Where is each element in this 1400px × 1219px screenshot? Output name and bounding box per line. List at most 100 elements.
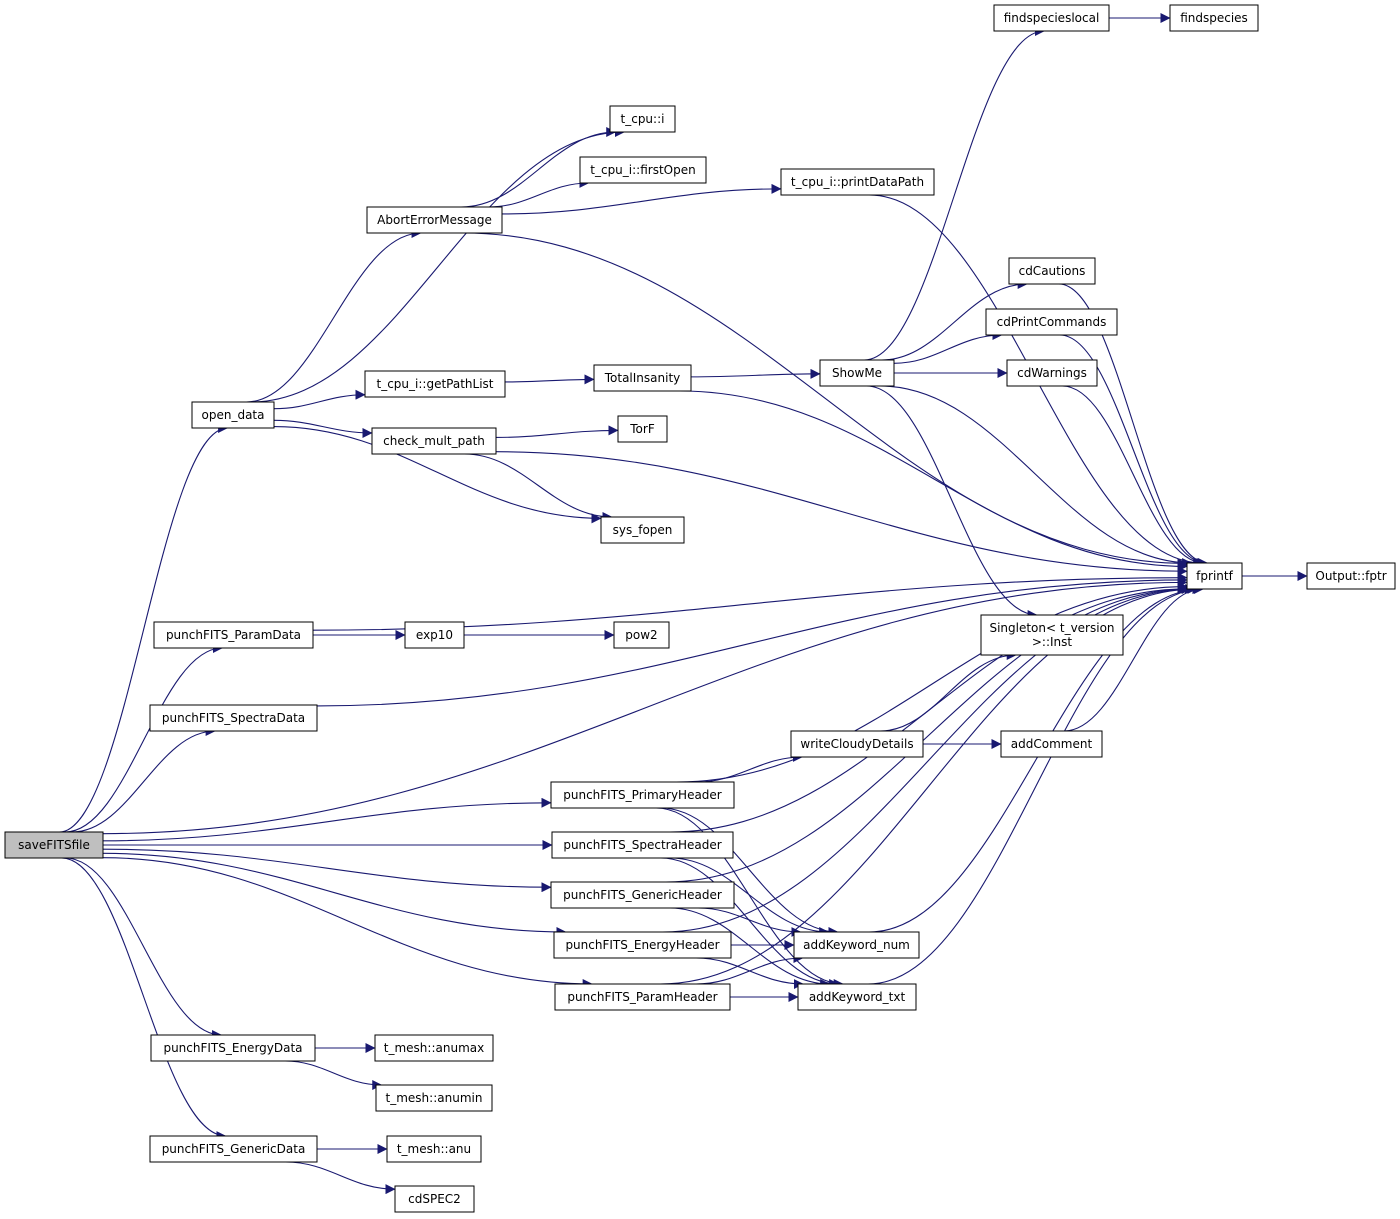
node-t-mesh-anumin[interactable]: t_mesh::anumin bbox=[375, 1084, 493, 1112]
node-abort-error-message[interactable]: AbortErrorMessage bbox=[366, 206, 503, 234]
node-add-comment[interactable]: addComment bbox=[1000, 730, 1103, 758]
node-t-cpu-i[interactable]: t_cpu::i bbox=[609, 105, 676, 133]
edge-check-mult-path-to-sys-fopen bbox=[464, 453, 613, 522]
node-total-insanity[interactable]: TotalInsanity bbox=[593, 364, 692, 392]
node-label: open_data bbox=[202, 408, 265, 422]
node-label: t_mesh::anu bbox=[397, 1142, 471, 1156]
node-label: >::Inst bbox=[1032, 635, 1073, 649]
node-label: addComment bbox=[1011, 737, 1093, 751]
node-sys-fopen[interactable]: sys_fopen bbox=[600, 516, 685, 544]
node-output-fptr[interactable]: Output::fptr bbox=[1306, 562, 1396, 590]
edge-abort-error-message-to-fprintf bbox=[462, 232, 1188, 569]
edge-save-fitsfile-to-punch-fits-energy-data bbox=[65, 857, 223, 1040]
edge-open-data-to-t-cpu-i bbox=[250, 127, 626, 403]
node-label: writeCloudyDetails bbox=[800, 737, 913, 751]
node-singleton-inst[interactable]: Singleton< t_version>::Inst bbox=[980, 614, 1124, 656]
node-add-keyword-num[interactable]: addKeyword_num bbox=[793, 931, 920, 959]
node-label: findspecies bbox=[1180, 11, 1248, 25]
node-label: Singleton< t_version bbox=[989, 621, 1114, 635]
edge-add-keyword-txt-to-fprintf bbox=[868, 584, 1204, 985]
node-punch-fits-param-data[interactable]: punchFITS_ParamData bbox=[153, 621, 314, 649]
node-box bbox=[797, 983, 917, 1011]
node-box bbox=[394, 1185, 475, 1213]
node-box bbox=[553, 931, 732, 959]
edge-save-fitsfile-to-punch-fits-primary-header bbox=[102, 797, 552, 842]
node-box bbox=[579, 156, 707, 184]
node-t-cpu-i-first-open[interactable]: t_cpu_i::firstOpen bbox=[579, 156, 707, 184]
node-box bbox=[790, 730, 924, 758]
node-label: punchFITS_GenericData bbox=[162, 1142, 306, 1156]
edge-save-fitsfile-to-punch-fits-param-data bbox=[65, 643, 223, 833]
node-show-me[interactable]: ShowMe bbox=[819, 359, 895, 387]
node-t-cpu-i-get-path-list[interactable]: t_cpu_i::getPathList bbox=[364, 370, 506, 398]
node-box bbox=[149, 1135, 318, 1163]
edge-abort-error-message-to-t-cpu-i bbox=[461, 127, 617, 208]
node-label: punchFITS_SpectraData bbox=[162, 711, 305, 725]
node-t-mesh-anumax[interactable]: t_mesh::anumax bbox=[374, 1034, 494, 1062]
node-label: Output::fptr bbox=[1315, 569, 1386, 583]
node-punch-fits-spectra-header[interactable]: punchFITS_SpectraHeader bbox=[551, 831, 734, 859]
node-t-mesh-anu[interactable]: t_mesh::anu bbox=[386, 1135, 482, 1163]
edge-punch-fits-generic-header-to-add-keyword-num bbox=[698, 907, 802, 937]
node-punch-fits-generic-header[interactable]: punchFITS_GenericHeader bbox=[550, 881, 735, 909]
edge-cd-cautions-to-fprintf bbox=[1058, 283, 1209, 568]
edge-add-keyword-num-to-fprintf bbox=[869, 584, 1203, 933]
node-box bbox=[371, 427, 497, 455]
edge-punch-fits-param-header-to-add-keyword-num bbox=[695, 953, 804, 985]
node-findspecies[interactable]: findspecies bbox=[1169, 4, 1259, 32]
node-exp10[interactable]: exp10 bbox=[404, 621, 465, 649]
node-box bbox=[613, 621, 670, 649]
edge-save-fitsfile-to-punch-fits-generic-data bbox=[61, 857, 227, 1141]
edge-punch-fits-generic-header-to-add-keyword-txt bbox=[669, 907, 831, 989]
node-punch-fits-primary-header[interactable]: punchFITS_PrimaryHeader bbox=[550, 781, 735, 809]
node-punch-fits-spectra-data[interactable]: punchFITS_SpectraData bbox=[149, 704, 318, 732]
node-box bbox=[993, 4, 1110, 32]
node-box bbox=[366, 206, 503, 234]
node-label: t_mesh::anumax bbox=[384, 1041, 484, 1055]
node-box bbox=[374, 1034, 494, 1062]
node-label: addKeyword_txt bbox=[809, 990, 906, 1004]
node-box bbox=[980, 614, 1124, 656]
node-box bbox=[819, 359, 895, 387]
node-punch-fits-energy-data[interactable]: punchFITS_EnergyData bbox=[150, 1034, 316, 1062]
node-box bbox=[1008, 257, 1096, 285]
node-cd-warnings[interactable]: cdWarnings bbox=[1006, 359, 1098, 387]
node-pow2[interactable]: pow2 bbox=[613, 621, 670, 649]
node-punch-fits-generic-data[interactable]: punchFITS_GenericData bbox=[149, 1135, 318, 1163]
edge-punch-fits-spectra-header-to-add-keyword-txt bbox=[660, 857, 840, 989]
edge-total-insanity-to-fprintf bbox=[680, 390, 1188, 572]
node-add-keyword-txt[interactable]: addKeyword_txt bbox=[797, 983, 917, 1011]
node-box bbox=[1169, 4, 1259, 32]
node-punch-fits-energy-header[interactable]: punchFITS_EnergyHeader bbox=[553, 931, 732, 959]
node-save-fitsfile[interactable]: saveFITSfile bbox=[4, 831, 104, 859]
node-check-mult-path[interactable]: check_mult_path bbox=[371, 427, 497, 455]
node-punch-fits-param-header[interactable]: punchFITS_ParamHeader bbox=[554, 983, 731, 1011]
node-label: t_cpu_i::firstOpen bbox=[590, 163, 695, 177]
edge-open-data-to-t-cpu-i-get-path-list bbox=[273, 389, 366, 410]
node-write-cloudy-details[interactable]: writeCloudyDetails bbox=[790, 730, 924, 758]
edge-save-fitsfile-to-punch-fits-generic-header bbox=[102, 848, 552, 893]
node-cd-cautions[interactable]: cdCautions bbox=[1008, 257, 1096, 285]
edge-show-me-to-singleton-inst bbox=[866, 385, 1038, 620]
edge-t-cpu-i-get-path-list-to-total-insanity bbox=[504, 374, 595, 385]
edge-punch-fits-spectra-header-to-fprintf bbox=[670, 583, 1188, 833]
node-fprintf[interactable]: fprintf bbox=[1186, 562, 1243, 590]
edge-punch-fits-spectra-header-to-add-keyword-num bbox=[670, 857, 830, 937]
node-label: cdWarnings bbox=[1017, 366, 1087, 380]
node-box bbox=[593, 364, 692, 392]
node-cd-print-commands[interactable]: cdPrintCommands bbox=[985, 308, 1118, 336]
node-label: sys_fopen bbox=[613, 523, 673, 537]
edge-save-fitsfile-to-punch-fits-spectra-data bbox=[72, 726, 216, 833]
node-label: punchFITS_SpectraHeader bbox=[563, 838, 721, 852]
node-findspecieslocal[interactable]: findspecieslocal bbox=[993, 4, 1110, 32]
edge-save-fitsfile-to-fprintf bbox=[102, 577, 1188, 835]
node-label: punchFITS_EnergyData bbox=[163, 1041, 302, 1055]
node-tor-f[interactable]: TorF bbox=[617, 415, 668, 443]
node-label: punchFITS_ParamHeader bbox=[567, 990, 717, 1004]
node-open-data[interactable]: open_data bbox=[191, 401, 275, 429]
node-t-cpu-i-print-data-path[interactable]: t_cpu_i::printDataPath bbox=[780, 168, 935, 196]
node-cd-spec2[interactable]: cdSPEC2 bbox=[394, 1185, 475, 1213]
edge-show-me-to-fprintf bbox=[879, 385, 1193, 568]
node-box bbox=[404, 621, 465, 649]
edge-open-data-to-check-mult-path bbox=[273, 419, 373, 438]
